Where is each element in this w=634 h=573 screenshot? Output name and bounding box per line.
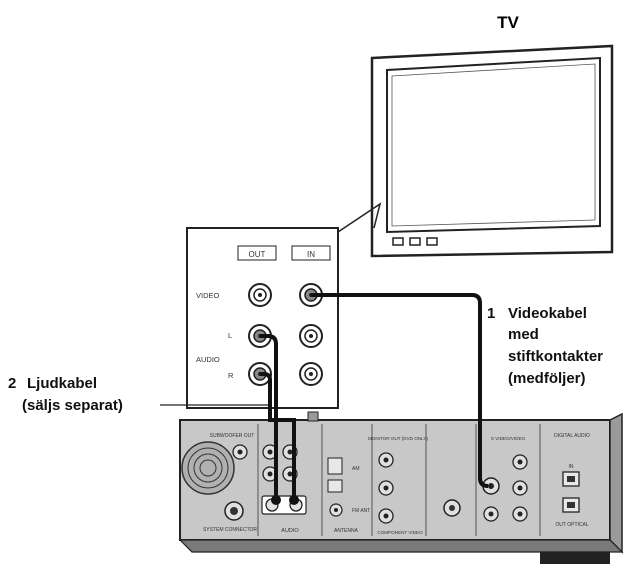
audio-out-jacks <box>265 498 303 512</box>
video-cable-line-3: stiftkontakter <box>508 348 603 365</box>
system-connector <box>224 501 244 521</box>
receiver-side <box>609 412 623 554</box>
tv-screen-inner <box>391 63 596 227</box>
video-cable <box>311 293 489 488</box>
am-antenna-terminal <box>327 457 343 475</box>
digital-audio-label: DIGITAL AUDIO <box>554 433 590 439</box>
optical-out-label: OUT OPTICAL <box>555 522 588 528</box>
panel-video-label: VIDEO <box>196 291 220 300</box>
antenna-label: ANTENNA <box>334 528 359 534</box>
digital-in-label: IN <box>569 464 574 470</box>
receiver-rear-panel: SUBWOOFER OUT SYSTEM CONNECTOR AU <box>178 411 624 564</box>
panel-l-label: L <box>228 331 232 340</box>
audio-section-label: AUDIO <box>281 528 299 534</box>
s-video-video-label: S VIDEO/VIDEO <box>491 436 526 441</box>
video-cable-line-2: med <box>508 326 539 343</box>
tv-screen <box>386 56 601 234</box>
tv-button <box>409 237 421 246</box>
subwoofer-jack <box>232 444 248 460</box>
audio-cable-r <box>260 372 296 500</box>
receiver-foot <box>540 552 610 564</box>
vcr-in-jack-2 <box>512 506 528 522</box>
out-label-box <box>237 245 277 261</box>
system-connector-label: SYSTEM CONNECTOR <box>203 527 257 533</box>
in-label: IN <box>307 250 315 259</box>
component-jack-pb <box>378 480 394 496</box>
audio-cable-l <box>260 334 278 498</box>
fan-grille <box>181 441 235 495</box>
video-cable-line-4: (medföljer) <box>508 370 586 387</box>
rca-jack-audio-l-in <box>299 324 323 348</box>
tv-button <box>426 237 438 246</box>
s-video-jack <box>443 499 461 517</box>
panel-r-label: R <box>228 371 234 380</box>
component-video-label: COMPONENT VIDEO <box>377 530 423 535</box>
receiver-top-tab <box>307 411 319 422</box>
out-label: OUT <box>249 250 266 259</box>
component-monitor-label: MONITOR OUT (DVD ONLY) <box>368 436 428 441</box>
component-jack-y <box>378 452 394 468</box>
panel-audio-label: AUDIO <box>196 355 220 364</box>
tv-illustration: TV <box>370 13 614 258</box>
component-jack-pr <box>378 508 394 524</box>
vcr-out-jack <box>512 454 528 470</box>
am-antenna-terminal-2 <box>327 479 343 493</box>
video-cable-number: 1 <box>487 305 495 322</box>
video-in-jack <box>483 506 499 522</box>
fm-antenna-jack <box>329 503 343 517</box>
receiver-bottom <box>178 539 624 553</box>
audio-cable-line-2: (säljs separat) <box>22 397 123 414</box>
zoom-pointer <box>337 202 382 233</box>
rca-jack-audio-r-in <box>299 362 323 386</box>
video-cable-line-1: Videokabel <box>508 305 587 322</box>
am-label: AM <box>352 466 360 472</box>
rca-jack-video-out <box>248 283 272 307</box>
tv-connector-panel: OUT IN VIDEO L AUDIO R <box>186 202 382 409</box>
audio-cable-line-1: Ljudkabel <box>27 375 97 392</box>
in-label-box <box>291 245 331 261</box>
tv-button <box>392 237 404 246</box>
audio-cable-callout: 2 Ljudkabel (säljs separat) <box>8 375 123 414</box>
audio-cable-number: 2 <box>8 375 16 392</box>
subwoofer-label: SUBWOOFER OUT <box>210 433 255 439</box>
video-cable-callout: 1 Videokabel med stiftkontakter (medfölj… <box>487 305 603 387</box>
fm-label: FM ANT <box>352 508 370 514</box>
vcr-in-jack <box>512 480 528 496</box>
tv-title: TV <box>497 13 519 32</box>
